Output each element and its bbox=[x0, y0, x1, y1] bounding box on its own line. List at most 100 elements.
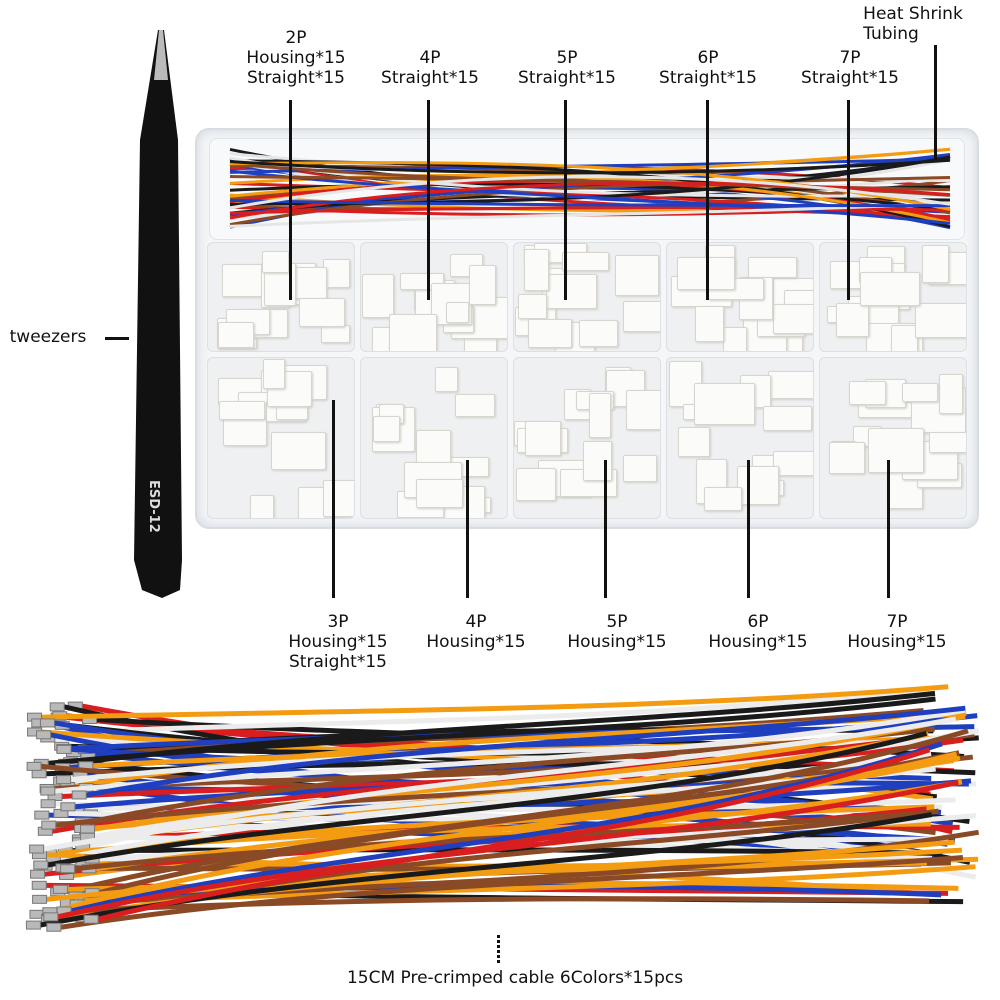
connector-compartments bbox=[207, 242, 967, 519]
connector-piece bbox=[582, 440, 612, 481]
connector-piece bbox=[322, 259, 350, 289]
connector-piece bbox=[835, 303, 869, 337]
connector-piece bbox=[622, 454, 657, 483]
label-line: Straight*15 bbox=[801, 68, 899, 88]
connector-piece bbox=[625, 390, 660, 430]
label-line: 2P bbox=[285, 28, 307, 48]
leader-line bbox=[847, 100, 850, 300]
connector-piece bbox=[772, 304, 813, 334]
leader-line bbox=[332, 400, 335, 598]
label-line: 4P bbox=[465, 612, 487, 632]
connector-piece bbox=[748, 257, 797, 278]
cable-wire bbox=[97, 747, 931, 922]
connector-piece bbox=[523, 248, 550, 292]
connector-piece bbox=[323, 480, 354, 517]
connector-piece bbox=[772, 451, 813, 477]
crimp-terminal bbox=[40, 799, 56, 809]
tweezers-imprint: ESD-12 bbox=[146, 480, 161, 533]
connector-piece bbox=[902, 382, 939, 402]
label-line: 7P bbox=[839, 48, 861, 68]
label-line: Housing*15 bbox=[426, 632, 526, 652]
connector-piece bbox=[767, 371, 813, 400]
connector-piece bbox=[454, 393, 496, 418]
crimp-terminal bbox=[34, 810, 50, 820]
organizer-box bbox=[195, 128, 979, 529]
label-line: Straight*15 bbox=[659, 68, 757, 88]
cable-caption: 15CM Pre-crimped cable 6Colors*15pcs bbox=[346, 968, 684, 988]
connector-piece bbox=[622, 300, 660, 332]
label-line: 5P bbox=[556, 48, 578, 68]
crimp-terminal bbox=[33, 860, 49, 870]
connector-piece bbox=[249, 494, 274, 518]
crimp-terminal bbox=[26, 761, 42, 771]
connector-piece bbox=[445, 302, 469, 323]
connector-piece bbox=[929, 432, 966, 453]
connector-piece bbox=[562, 252, 610, 271]
cable-wire bbox=[48, 696, 936, 766]
connector-piece bbox=[434, 366, 458, 393]
connector-piece bbox=[678, 427, 711, 458]
label-line: 7P bbox=[886, 612, 908, 632]
label-line: 4P bbox=[419, 48, 441, 68]
crimp-terminal bbox=[40, 786, 56, 796]
leader-line bbox=[427, 100, 430, 300]
compartment bbox=[360, 357, 508, 519]
leader-line bbox=[887, 460, 890, 598]
leader-line bbox=[706, 100, 709, 300]
caption-leader-line bbox=[497, 935, 500, 965]
leader-line bbox=[289, 100, 292, 300]
connector-piece bbox=[868, 428, 925, 473]
cable-wire bbox=[89, 716, 957, 849]
connector-piece bbox=[723, 327, 748, 351]
connector-piece bbox=[829, 442, 865, 474]
label-line: Housing*15 bbox=[567, 632, 667, 652]
connector-piece bbox=[320, 325, 350, 343]
crimp-terminal bbox=[49, 702, 65, 712]
label-line: 3P bbox=[327, 612, 349, 632]
cable-wire bbox=[60, 855, 964, 930]
leader-line bbox=[604, 460, 607, 598]
label-line: 6P bbox=[747, 612, 769, 632]
connector-piece bbox=[694, 382, 756, 426]
connector-piece bbox=[218, 400, 266, 420]
crimp-terminal bbox=[60, 864, 76, 874]
cable-wire bbox=[85, 705, 966, 798]
connector-piece bbox=[528, 319, 572, 349]
heat-shrink-line: Heat Shrink bbox=[863, 4, 963, 24]
label-line: Straight*15 bbox=[518, 68, 616, 88]
connector-piece bbox=[736, 465, 780, 505]
crimp-terminal bbox=[71, 790, 87, 800]
connector-piece bbox=[468, 265, 496, 306]
cable-wire bbox=[41, 684, 949, 720]
connector-piece bbox=[221, 263, 264, 297]
cable-wire bbox=[98, 686, 931, 734]
crimp-terminal bbox=[31, 769, 47, 779]
crimp-terminal bbox=[39, 718, 55, 728]
crimp-terminal bbox=[25, 920, 41, 930]
crimp-terminal bbox=[29, 844, 45, 854]
connector-piece bbox=[704, 487, 742, 511]
crimp-terminal bbox=[56, 775, 72, 785]
connector-piece bbox=[271, 431, 327, 471]
pre-crimped-cable-bundle bbox=[25, 684, 980, 932]
compartment bbox=[207, 242, 355, 352]
connector-piece bbox=[217, 321, 254, 349]
compartment bbox=[666, 242, 814, 352]
connector-piece bbox=[938, 374, 963, 414]
connector-piece bbox=[578, 320, 619, 348]
cable-wire bbox=[56, 896, 930, 915]
crimp-terminal bbox=[43, 912, 59, 922]
compartment bbox=[819, 357, 967, 519]
compartment bbox=[666, 357, 814, 519]
cable-wire bbox=[70, 741, 943, 914]
connector-piece bbox=[914, 303, 966, 338]
heat-shrink-line: Tubing bbox=[863, 24, 919, 44]
connector-piece bbox=[373, 415, 400, 442]
